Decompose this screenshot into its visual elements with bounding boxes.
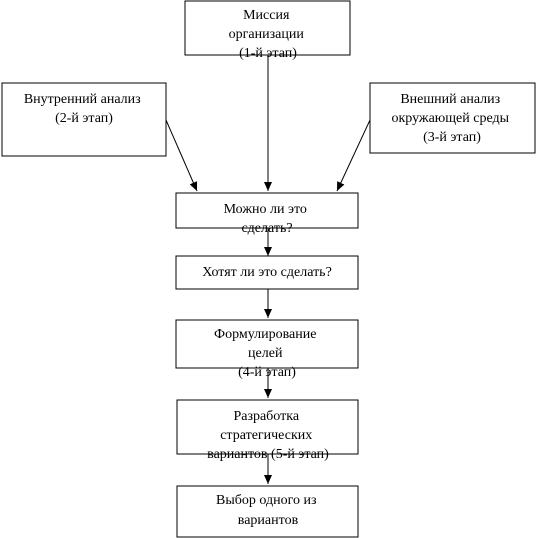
svg-text:Выбор одного из варианто: Выбор одного из вариантов <box>216 493 320 528</box>
can-do-line-1: Можно ли это <box>224 202 307 217</box>
external-line-3: (3-й этап) <box>423 130 481 145</box>
internal-line-1: Внутренний анализ <box>24 92 141 107</box>
can-do-line-2: сделать? <box>241 221 292 236</box>
mission-line-3: (1-й этап) <box>239 46 297 61</box>
options-line-1: Разработка <box>233 409 299 424</box>
goals-line-3: (4-й этап) <box>238 365 296 380</box>
choice-line-1: Выбор одного из <box>216 493 317 508</box>
svg-text:Миссия организации: Миссия организации (1-й этап) <box>229 8 308 61</box>
arrow-external-to-can-do <box>336 119 371 192</box>
external-line-2: окружающей среды <box>391 111 509 126</box>
svg-text:Формулирование целей: Формулирование целей (4-й этап) <box>214 327 320 380</box>
internal-line-2: (2-й этап) <box>55 111 113 126</box>
goals-line-1: Формулирование <box>214 327 316 342</box>
mission-line-2: организации <box>229 27 305 42</box>
mission-line-1: Миссия <box>243 8 290 23</box>
svg-text:Разработка стратегически: Разработка стратегических вариантов (5-й… <box>207 409 329 462</box>
mission-box: Миссия организации (1-й этап) <box>184 0 351 61</box>
svg-text:Внутренний анализ (2-й э: Внутренний анализ (2-й этап) <box>24 92 144 126</box>
external-line-1: Внешний анализ <box>400 92 500 107</box>
external-analysis-box: Внешний анализ окружающей среды (3-й эта… <box>369 82 536 154</box>
goals-line-2: целей <box>248 346 283 361</box>
svg-text:Внешний анализ окружающе: Внешний анализ окружающей среды (3-й эта… <box>391 92 512 145</box>
options-box: Разработка стратегических вариантов (5-й… <box>176 399 359 462</box>
options-line-3: вариантов (5-й этап) <box>207 447 329 462</box>
want-do-line-1: Хотят ли это сделать? <box>202 265 332 280</box>
can-do-box: Можно ли это сделать? <box>175 192 359 236</box>
options-line-2: стратегических <box>220 428 312 443</box>
choice-line-2: вариантов <box>238 513 299 528</box>
want-do-box: Хотят ли это сделать? <box>175 255 359 290</box>
svg-text:Можно ли это сделать?: Можно ли это сделать? <box>224 202 311 236</box>
internal-analysis-box: Внутренний анализ (2-й этап) <box>1 82 167 157</box>
choice-box: Выбор одного из вариантов <box>176 485 359 538</box>
arrow-internal-to-can-do <box>165 119 198 192</box>
svg-text:Хотят ли это сделать?: Хотят ли это сделать? <box>202 265 332 280</box>
goals-box: Формулирование целей (4-й этап) <box>175 319 359 380</box>
